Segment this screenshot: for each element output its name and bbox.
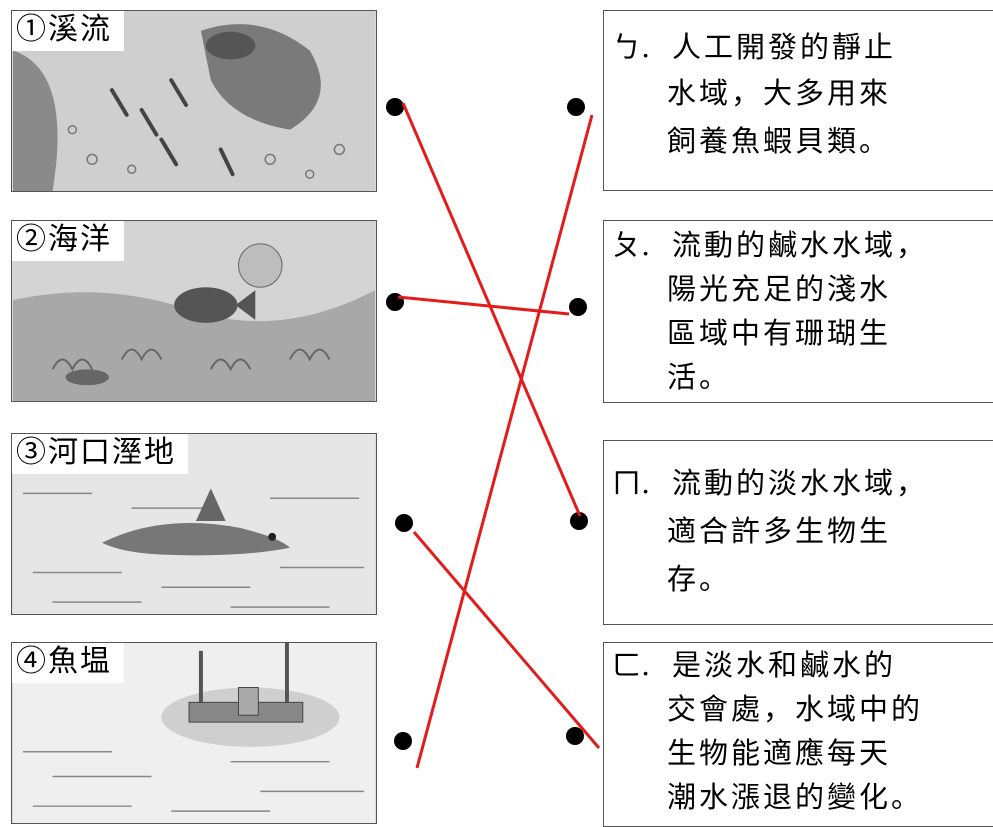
description-box-d: ㄈ. 是淡水和鹹水的 交會處，水域中的 生物能適應每天 潮水漲退的變化。 (603, 642, 993, 827)
description-a-line-1: 人工開發的靜止 (672, 30, 897, 64)
description-d-line-1: 是淡水和鹹水的 (672, 648, 897, 682)
match-line-pond-to-a (415, 114, 594, 769)
left-dot-1[interactable] (386, 98, 404, 116)
match-line-estuary-to-d (412, 531, 601, 749)
description-a-line-2: 水域，大多用來 (667, 76, 892, 110)
fish-pond-picture: ④魚塭 (11, 642, 377, 824)
description-c-line-1: 流動的淡水水域， (672, 466, 929, 500)
left-dot-4[interactable] (394, 732, 412, 750)
description-d-line-2: 交會處，水域中的 (667, 692, 924, 726)
estuary-picture: ③河口溼地 (11, 433, 377, 615)
description-a-line-3: 飼養魚蝦貝類。 (667, 124, 892, 158)
right-dot-a[interactable] (567, 98, 585, 116)
right-dot-c[interactable] (570, 512, 588, 530)
description-b-line-2: 陽光充足的淺水 (667, 272, 892, 306)
description-c-line-2: 適合許多生物生 (667, 514, 892, 548)
ocean-label: ②海洋 (12, 221, 124, 261)
description-b-line-1: 流動的鹹水水域， (672, 228, 929, 262)
description-b-line-4: 活。 (667, 360, 732, 394)
right-dot-d[interactable] (566, 727, 584, 745)
description-box-a: ㄅ. 人工開發的靜止 水域，大多用來 飼養魚蝦貝類。 (603, 10, 993, 191)
ocean-illustration (13, 221, 375, 401)
bullet-a: ㄅ. (612, 30, 651, 64)
match-line-stream-to-c (401, 102, 582, 517)
description-b-line-3: 區域中有珊瑚生 (667, 316, 892, 350)
description-c-line-3: 存。 (667, 562, 732, 596)
description-box-b: ㄆ. 流動的鹹水水域， 陽光充足的淺水 區域中有珊瑚生 活。 (603, 220, 993, 403)
fish-pond-label: ④魚塭 (12, 643, 124, 683)
stream-picture: ①溪流 (11, 10, 377, 192)
estuary-label: ③河口溼地 (12, 434, 188, 474)
bullet-b: ㄆ. (612, 228, 651, 262)
ocean-picture: ②海洋 (11, 220, 377, 402)
bullet-c: ㄇ. (612, 466, 651, 500)
stream-label: ①溪流 (12, 11, 124, 51)
description-d-line-4: 潮水漲退的變化。 (667, 780, 924, 814)
description-box-c: ㄇ. 流動的淡水水域， 適合許多生物生 存。 (603, 440, 993, 625)
left-dot-3[interactable] (395, 514, 413, 532)
bullet-d: ㄈ. (612, 648, 651, 682)
right-dot-b[interactable] (569, 298, 587, 316)
description-d-line-3: 生物能適應每天 (667, 736, 892, 770)
